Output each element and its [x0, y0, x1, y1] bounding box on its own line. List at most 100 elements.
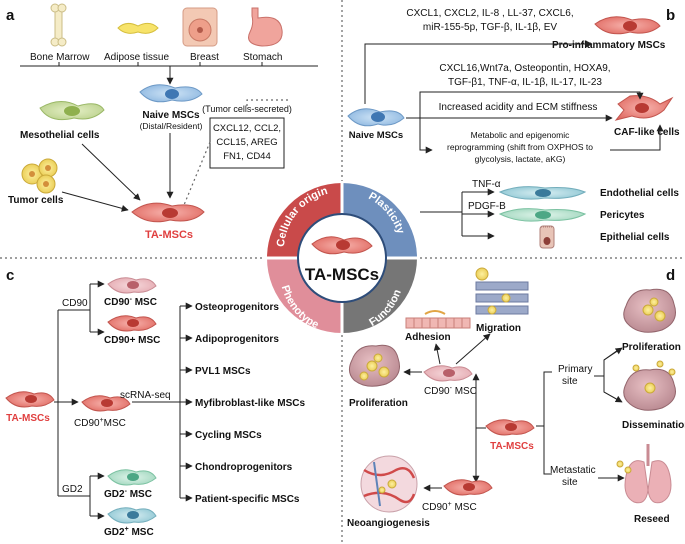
cd90pos-mid-cell — [81, 395, 131, 412]
panel-b: b CXCL1, CXCL2, IL-8 , LL-37, CXCL6, miR… — [347, 7, 680, 249]
dissemination-label: Dissemination — [622, 420, 685, 431]
ta-msc-cell-d — [485, 419, 535, 436]
cd90neg-label-d: CD90- MSC — [424, 385, 477, 397]
dotted-factor-link — [183, 141, 211, 206]
caf-factors-line-2: TGF-β1, TNF-α, IL-1β, IL-17, IL-23 — [448, 77, 602, 88]
panel-c: c TA-MSCs CD90 GD2 CD90- MSC CD90+ MS — [5, 267, 305, 538]
arrow-migration — [455, 333, 491, 365]
arrow-metabolic-in — [419, 118, 433, 154]
subtype-label: PVL1 MSCs — [195, 366, 251, 377]
center-wheel: Cellular origin Plasticity Phenotype Fun… — [265, 180, 419, 335]
subtype-label: Myfibroblast-like MSCs — [195, 398, 305, 409]
primary-fork — [594, 349, 619, 401]
pro-inflammatory-label: Pro-inflammatory MSCs — [552, 40, 666, 51]
panel-d: d Adhesion Migration — [347, 267, 685, 529]
cd90pos-cell-d — [443, 479, 493, 496]
arrow-metabolic-out — [610, 124, 664, 151]
arrow-caf-factors — [419, 91, 644, 118]
tissue-label-stomach: Stomach — [243, 52, 282, 63]
mesothelial-label: Mesothelial cells — [20, 130, 100, 141]
neoangiogenesis-label: Neoangiogenesis — [347, 518, 430, 529]
lungs-icon — [616, 444, 672, 504]
cd90pos-cell — [107, 315, 157, 332]
arrow-dissemination — [603, 391, 623, 403]
endothelial-cell — [498, 186, 587, 200]
subtype-arrows — [180, 302, 193, 502]
pro-factors-line-1: CXCL1, CXCL2, IL-8 , LL-37, CXCL6, — [406, 8, 573, 19]
factor-line-3: FN1, CD44 — [223, 151, 271, 162]
proliferation-right-label: Proliferation — [622, 342, 681, 353]
secreted-title: (Tumor cells-secreted) — [202, 104, 292, 114]
center-title: TA-MSCs — [305, 265, 379, 284]
pericyte-cell — [498, 208, 587, 222]
mesothelial-cell — [39, 101, 105, 121]
caf-like-label: CAF-like cells — [614, 127, 680, 138]
ta-msc-cell-a — [131, 202, 205, 223]
bone-icon — [50, 3, 67, 47]
center-cell — [311, 236, 373, 255]
center-disc — [297, 213, 387, 303]
cd90pos-label-d: CD90+ MSC — [422, 501, 477, 513]
cd90neg-cell — [107, 277, 157, 294]
panel-a-letter: a — [6, 7, 15, 24]
tissue-bracket — [20, 62, 318, 67]
arrow-to-pro-inflammatory — [364, 40, 593, 104]
ta-msc-label-c: TA-MSCs — [6, 413, 50, 424]
factor-line-2: CCL15, AREG — [216, 137, 277, 148]
stomach-icon — [248, 7, 283, 47]
adhesion-label: Adhesion — [405, 332, 451, 343]
primary-line-1: Primary — [558, 364, 592, 375]
arrow-proliferation-right — [603, 347, 623, 361]
tumor-cells-cluster — [21, 158, 58, 194]
endothelial-label: Endothelial cells — [600, 188, 679, 199]
panel-c-letter: c — [6, 267, 14, 284]
adhesion-icon — [405, 310, 471, 329]
gd2neg-label: GD2- MSC — [104, 488, 152, 500]
acidity-label: Increased acidity and ECM stiffness — [439, 102, 598, 113]
migration-label: Migration — [476, 323, 521, 334]
dissemination-icon — [623, 360, 676, 411]
proliferation-left-label: Proliferation — [349, 398, 408, 409]
pdgf-label: PDGF-B — [468, 201, 506, 212]
gd2-label: GD2 — [62, 484, 83, 495]
tumor-cells-label: Tumor cells — [8, 195, 64, 206]
cd90-branch — [58, 284, 91, 332]
neoangiogenesis-icon — [360, 455, 418, 513]
ta-msc-label-a: TA-MSCs — [145, 229, 193, 241]
cd90neg-label: CD90- MSC — [104, 296, 157, 308]
gd2pos-label: GD2+ MSC — [104, 526, 154, 538]
cd90neg-cell-d — [423, 365, 473, 382]
tissue-label-adipose: Adipose tissue — [104, 52, 169, 63]
pro-inflammatory-cell — [594, 16, 661, 35]
tissue-label-breast: Breast — [190, 52, 219, 63]
tissue-label-bone-marrow: Bone Marrow — [30, 52, 90, 63]
panel-b-letter: b — [666, 7, 675, 24]
gd2pos-cell — [107, 507, 157, 524]
arrow-to-cd90neg — [472, 373, 486, 429]
pro-factors-line-2: miR-155-5p, TGF-β, IL-1β, EV — [423, 22, 557, 33]
metastatic-line-1: Metastatic — [550, 465, 596, 476]
pericytes-label: Pericytes — [600, 210, 645, 221]
cd90pos-label: CD90+ MSC — [104, 335, 160, 346]
factor-box — [209, 117, 285, 169]
gd2-branch — [58, 476, 91, 516]
tnf-label: TNF-α — [472, 179, 501, 190]
gd2neg-cell — [107, 469, 157, 486]
dotted-secreted-link — [246, 99, 290, 106]
factor-line-1: CXCL12, CCL2, — [213, 123, 281, 134]
arrow-adhesion — [433, 343, 441, 365]
metabolic-line-3: glycolysis, lactate, aKG) — [475, 154, 566, 164]
adipose-icon — [117, 22, 159, 34]
migration-icon — [475, 267, 529, 315]
ta-msc-label-d: TA-MSCs — [490, 441, 534, 452]
proliferation-right-icon — [623, 288, 676, 333]
metabolic-line-1: Metabolic and epigenomic — [471, 130, 571, 140]
metabolic-line-2: reprogramming (shift from OXPHOS to — [447, 142, 593, 152]
scrna-label: scRNA-seq — [120, 390, 171, 401]
subtype-label: Adipoprogenitors — [195, 334, 279, 345]
arrow-meso-to-ta — [81, 143, 141, 201]
breast-icon — [182, 7, 218, 47]
subtype-label: Chondroprogenitors — [195, 462, 293, 473]
site-branch — [536, 371, 552, 475]
